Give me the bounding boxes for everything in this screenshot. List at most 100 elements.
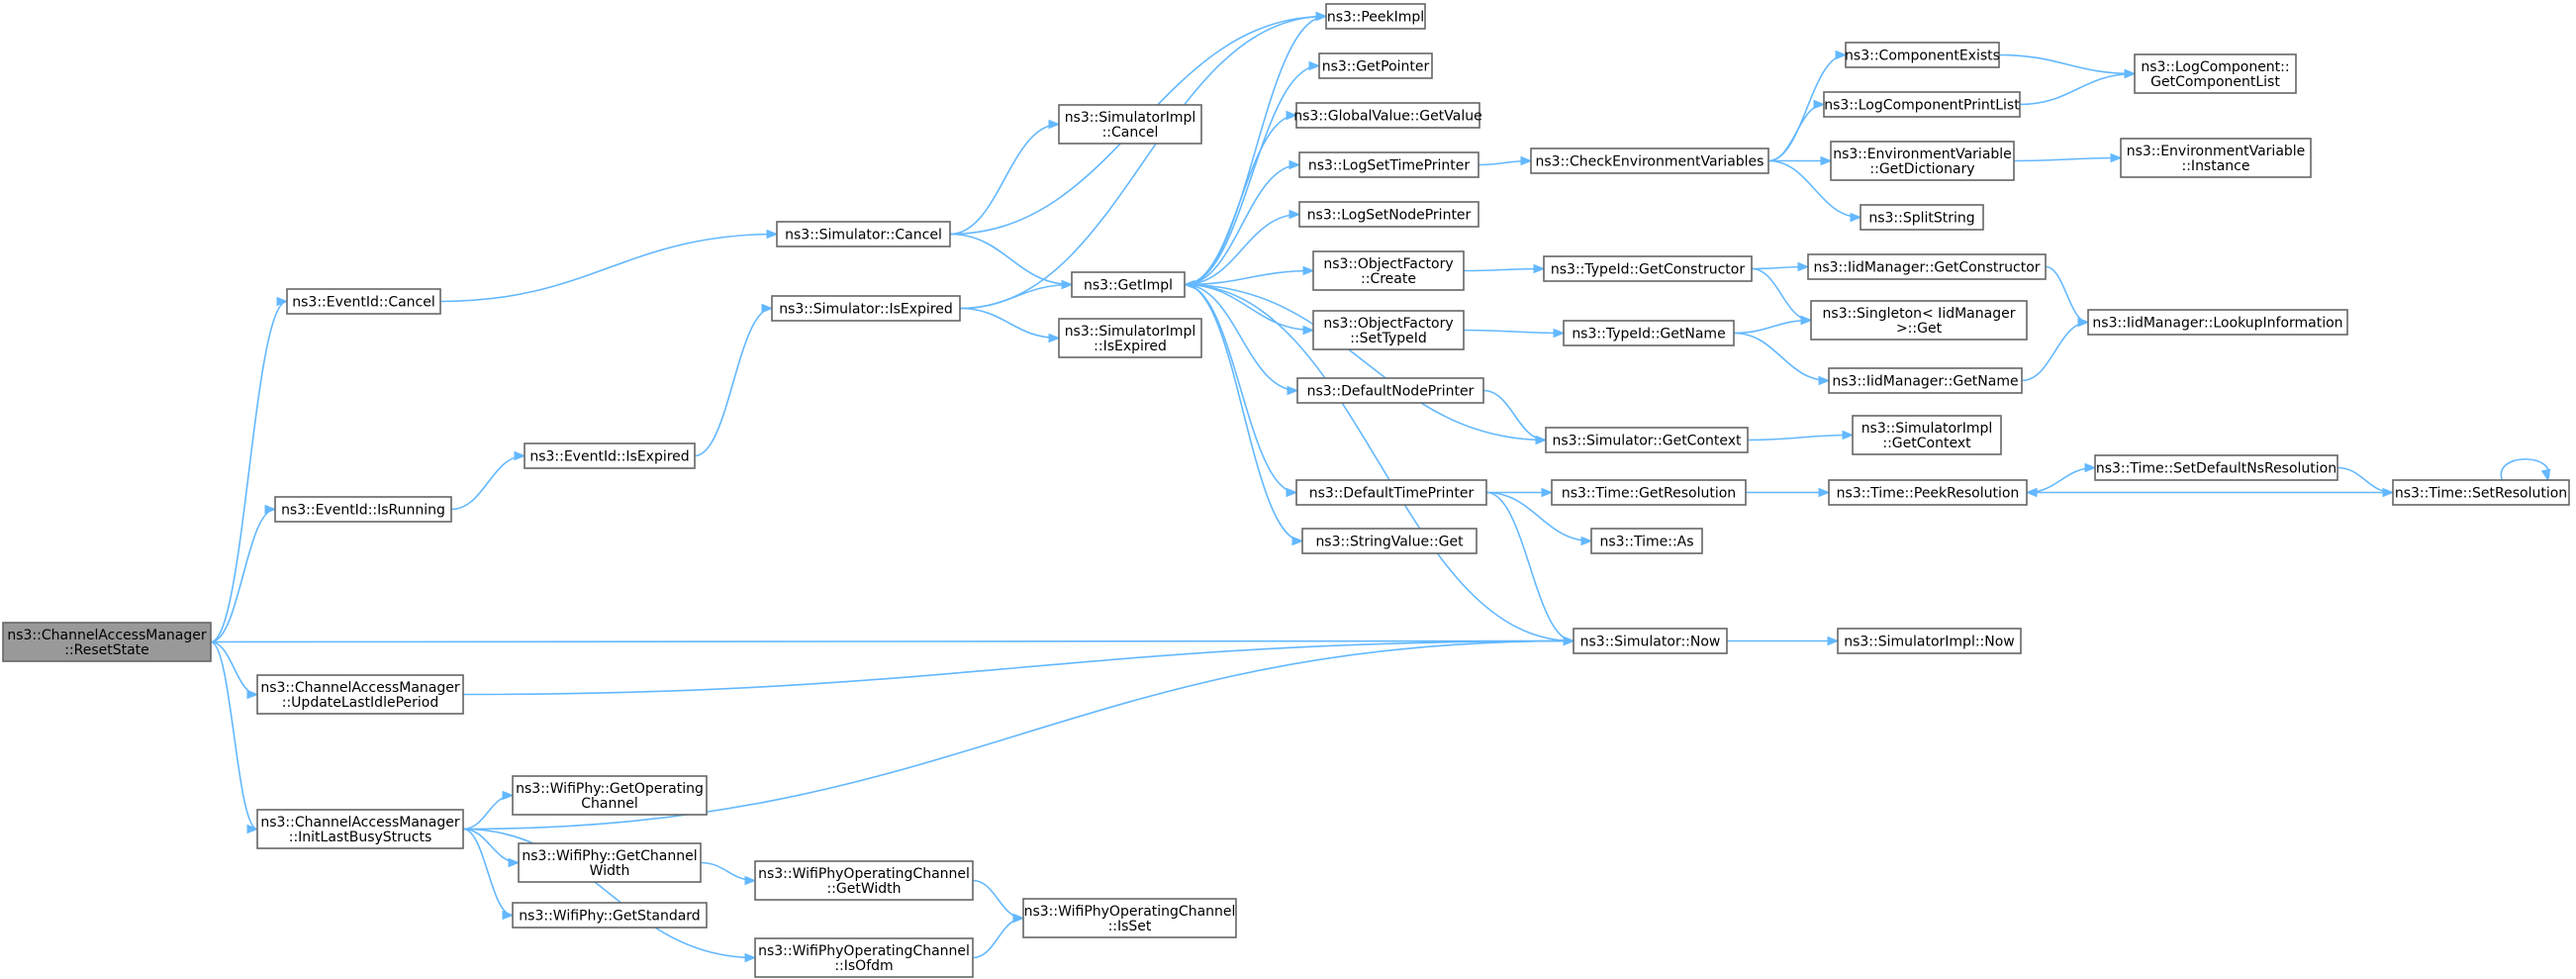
node-opofdm[interactable]: ns3::WifiPhyOperatingChannel::IsOfdm	[754, 937, 974, 978]
node-checkenv[interactable]: ns3::CheckEnvironmentVariables	[1530, 147, 1769, 174]
edge-initlast-to-phychw	[462, 828, 521, 868]
node-singleton[interactable]: ns3::Singleton< IidManager >::Get	[1810, 300, 2028, 341]
node-box	[518, 842, 702, 883]
node-initlast[interactable]: ns3::ChannelAccessManager::InitLastBusyS…	[256, 809, 464, 849]
node-box	[1823, 91, 2021, 118]
node-label: ns3::EventId::IsRunning	[281, 503, 445, 519]
node-ofcreate[interactable]: ns3::ObjectFactory::Create	[1312, 250, 1465, 291]
node-box	[1590, 528, 1703, 554]
node-opgetw[interactable]: ns3::WifiPhyOperatingChannel::GetWidth	[754, 860, 974, 901]
node-box	[524, 442, 696, 469]
node-lognode[interactable]: ns3::LogSetNodePrinter	[1298, 201, 1479, 228]
node-label: ns3::Simulator::Cancel	[785, 228, 942, 244]
node-envinst[interactable]: ns3::EnvironmentVariable::Instance	[2120, 138, 2312, 178]
node-tidctor[interactable]: ns3::TypeId::GetConstructor	[1543, 255, 1753, 282]
node-label: ::Create	[1361, 271, 1416, 287]
edge-getimpl-to-ofsettype	[1184, 283, 1315, 336]
edge-checkenv-to-logcompprint	[1767, 99, 1826, 162]
node-label: ns3::EnvironmentVariable	[2127, 144, 2306, 159]
node-peekres[interactable]: ns3::Time::PeekResolution	[1828, 479, 2028, 506]
node-defnode[interactable]: ns3::DefaultNodePrinter	[1296, 377, 1484, 404]
node-label: ns3::Time::SetResolution	[2395, 486, 2567, 502]
edge-checkenv-to-splitstr	[1767, 159, 1862, 223]
edge-updlast-to-simnow	[462, 636, 1575, 696]
node-box	[256, 809, 464, 849]
node-gvgetvalue[interactable]: ns3::GlobalValue::GetValue	[1293, 102, 1482, 129]
edge-simnow-to-implnow	[1726, 636, 1840, 646]
node-envdict[interactable]: ns3::EnvironmentVariable::GetDictionary	[1830, 141, 2015, 181]
node-label: ns3::ObjectFactory	[1323, 316, 1453, 332]
node-label: ns3::SimulatorImpl	[1861, 421, 1993, 437]
node-label: ns3::Time::GetResolution	[1562, 486, 1736, 502]
node-label: ns3::ChannelAccessManager	[7, 628, 207, 643]
node-logcompprint[interactable]: ns3::LogComponentPrintList	[1823, 91, 2021, 118]
node-box	[1312, 310, 1465, 350]
node-ofsettype[interactable]: ns3::ObjectFactory::SetTypeId	[1312, 310, 1465, 350]
edge-getimpl-to-strget	[1184, 283, 1304, 546]
node-deftime[interactable]: ns3::DefaultTimePrinter	[1295, 479, 1487, 506]
node-evcancel[interactable]: ns3::EventId::Cancel	[286, 288, 441, 315]
node-simcancel[interactable]: ns3::Simulator::Cancel	[776, 221, 951, 247]
node-implexpired[interactable]: ns3::SimulatorImpl::IsExpired	[1058, 318, 1202, 358]
node-compexists[interactable]: ns3::ComponentExists	[1845, 42, 2000, 68]
node-phystd[interactable]: ns3::WifiPhy::GetStandard	[512, 902, 708, 929]
node-box	[1543, 255, 1753, 282]
node-implnow[interactable]: ns3::SimulatorImpl::Now	[1837, 628, 2022, 654]
node-label: ns3::SimulatorImpl	[1065, 110, 1196, 126]
node-label: ns3::LogSetTimePrinter	[1308, 158, 1471, 174]
edge-reset-to-evrunning	[210, 504, 277, 643]
node-iidlookup[interactable]: ns3::IidManager::LookupInformation	[2087, 309, 2348, 336]
node-box	[1296, 377, 1484, 404]
node-opisset[interactable]: ns3::WifiPhyOperatingChannel::IsSet	[1022, 898, 1237, 938]
node-box	[1295, 479, 1487, 506]
node-setres[interactable]: ns3::Time::SetResolution	[2392, 479, 2570, 506]
node-setdefres[interactable]: ns3::Time::SetDefaultNsResolution	[2094, 454, 2338, 481]
node-box	[1860, 204, 1984, 231]
node-label: ns3::Time::SetDefaultNsResolution	[2096, 461, 2337, 477]
node-tidname[interactable]: ns3::TypeId::GetName	[1563, 320, 1735, 346]
node-box	[1022, 898, 1237, 938]
node-label: ns3::SimulatorImpl::Now	[1844, 635, 2015, 650]
node-evexpired[interactable]: ns3::EventId::IsExpired	[524, 442, 696, 469]
edge-defnode-to-simctx	[1482, 389, 1548, 445]
node-timeres[interactable]: ns3::Time::GetResolution	[1551, 479, 1747, 506]
node-logcomplist[interactable]: ns3::LogComponent::GetComponentList	[2134, 53, 2297, 94]
node-simctx[interactable]: ns3::Simulator::GetContext	[1545, 427, 1749, 453]
node-label: ::GetDictionary	[1869, 161, 1974, 177]
node-evrunning[interactable]: ns3::EventId::IsRunning	[274, 496, 452, 523]
edge-initlast-to-simnow	[462, 636, 1575, 831]
node-splitstr[interactable]: ns3::SplitString	[1860, 204, 1984, 231]
node-implcancel[interactable]: ns3::SimulatorImpl::Cancel	[1058, 104, 1202, 145]
node-peekimpl[interactable]: ns3::PeekImpl	[1325, 3, 1426, 30]
edge-reset-to-initlast	[210, 640, 259, 834]
edge-simexpired-to-getimpl	[959, 279, 1074, 310]
node-label: >::Get	[1896, 321, 1943, 337]
node-timeas[interactable]: ns3::Time::As	[1590, 528, 1703, 554]
node-simexpired[interactable]: ns3::Simulator::IsExpired	[771, 295, 961, 322]
edge-logcompprint-to-logcomplist	[2019, 68, 2137, 106]
node-label: ns3::GetImpl	[1084, 278, 1173, 294]
node-label: ::Instance	[2182, 158, 2250, 174]
node-updlast[interactable]: ns3::ChannelAccessManager::UpdateLastIdl…	[256, 674, 464, 715]
node-iidname[interactable]: ns3::IidManager::GetName	[1828, 367, 2023, 394]
node-implctx[interactable]: ns3::SimulatorImpl::GetContext	[1852, 415, 2002, 455]
node-box	[2134, 53, 2297, 94]
node-box	[1298, 201, 1479, 228]
edge-simcancel-to-getimpl	[949, 233, 1074, 290]
node-box	[1071, 271, 1186, 298]
node-box	[1295, 102, 1480, 129]
node-label: ns3::Simulator::IsExpired	[779, 302, 953, 318]
node-label: ns3::GetPointer	[1322, 59, 1430, 75]
node-logtime[interactable]: ns3::LogSetTimePrinter	[1298, 151, 1479, 178]
node-box	[2392, 479, 2570, 506]
edge-initlast-to-opofdm	[462, 828, 757, 963]
node-iidctor[interactable]: ns3::IidManager::GetConstructor	[1807, 253, 2047, 280]
node-strget[interactable]: ns3::StringValue::Get	[1301, 528, 1478, 554]
node-getimpl[interactable]: ns3::GetImpl	[1071, 271, 1186, 298]
node-label: ns3::LogSetNodePrinter	[1307, 208, 1472, 224]
node-simnow[interactable]: ns3::Simulator::Now	[1573, 628, 1728, 654]
node-box	[1828, 367, 2023, 394]
node-getpointer[interactable]: ns3::GetPointer	[1318, 52, 1433, 79]
